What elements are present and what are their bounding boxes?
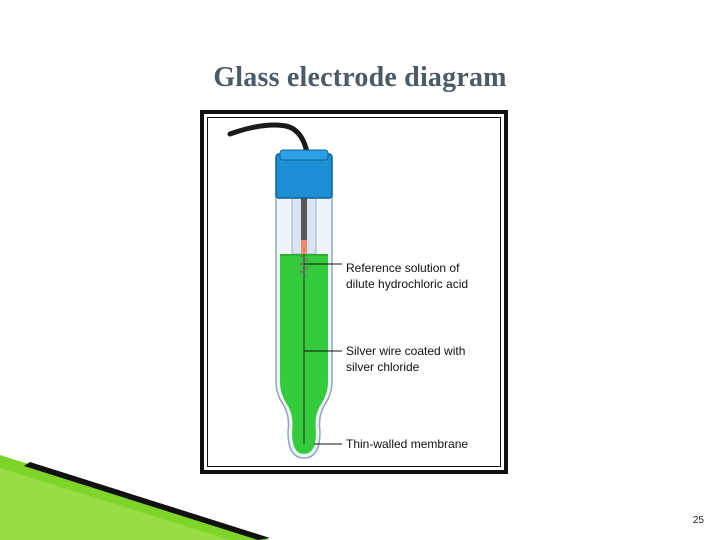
- page-number: 25: [692, 515, 704, 526]
- label-silver-wire-line-2: silver chloride: [346, 360, 420, 374]
- wire-coil: [298, 255, 310, 277]
- label-membrane-line-1: Thin-walled membrane: [346, 437, 469, 451]
- diagram-frame: Reference solution of dilute hydrochlori…: [200, 110, 508, 474]
- electrode-cap-top: [279, 149, 329, 161]
- silver-wire: [301, 194, 307, 244]
- cable: [227, 122, 311, 161]
- label-reference-line-2: dilute hydrochloric acid: [346, 277, 469, 291]
- diagram-inner-border: [207, 117, 501, 467]
- label-reference-solution: Reference solution of dilute hydrochlori…: [346, 260, 468, 292]
- glass-electrode-diagram: [227, 122, 342, 459]
- label-silver-wire-line-1: Silver wire coated with: [346, 344, 466, 358]
- wire-tip: [301, 240, 307, 254]
- label-membrane: Thin-walled membrane: [346, 436, 468, 452]
- label-reference-line-1: Reference solution of: [346, 261, 460, 275]
- slide-title: Glass electrode diagram: [213, 62, 507, 93]
- black-wedge: [24, 462, 270, 540]
- green-wedge-light: [0, 468, 230, 540]
- label-silver-wire: Silver wire coated with silver chloride: [346, 343, 465, 375]
